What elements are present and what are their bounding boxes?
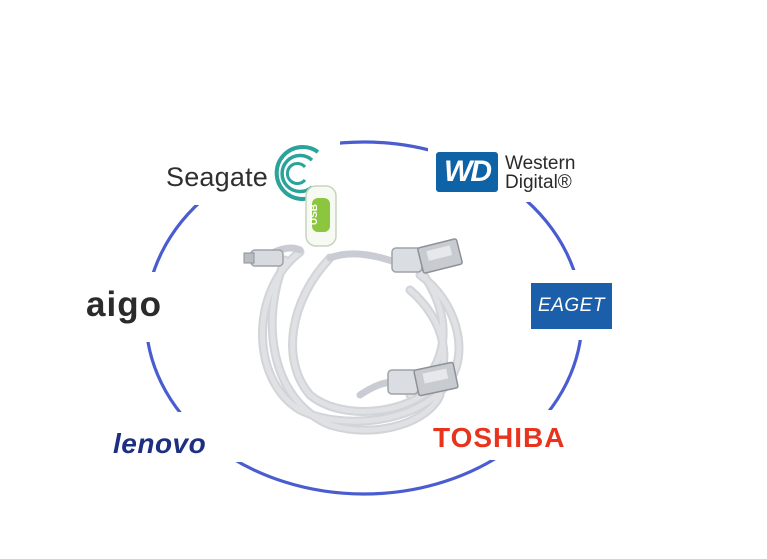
seagate-logo: Seagate <box>166 162 268 192</box>
eaget-logo: EAGET <box>531 283 612 329</box>
western-digital-text-line2: Digital® <box>505 172 572 193</box>
usb-tag <box>305 185 337 247</box>
western-digital-badge: WD <box>436 152 498 192</box>
seagate-mark-icon <box>274 145 320 201</box>
usb-a-plug-top <box>391 238 463 274</box>
usb-a-plug-bottom <box>387 361 459 397</box>
lenovo-logo: lenovo <box>113 428 207 459</box>
aigo-logo: aigo <box>86 285 162 324</box>
mini-usb-plug <box>243 249 284 267</box>
usb-tag-label: USB <box>309 204 320 226</box>
toshiba-logo: TOSHIBA <box>433 422 566 453</box>
western-digital-text-line1: Western <box>505 153 576 174</box>
usb-cable <box>258 244 464 435</box>
